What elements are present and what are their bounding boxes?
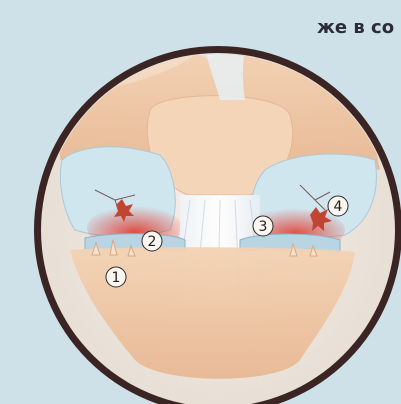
marker-3-label: 3 — [259, 219, 268, 235]
marker-4: 4 — [328, 196, 348, 216]
marker-4-label: 4 — [334, 199, 343, 215]
marker-1: 1 — [106, 267, 126, 287]
marker-2-label: 2 — [148, 234, 157, 250]
marker-1-label: 1 — [112, 270, 121, 286]
marker-2: 2 — [142, 231, 162, 251]
marker-3: 3 — [253, 216, 273, 236]
